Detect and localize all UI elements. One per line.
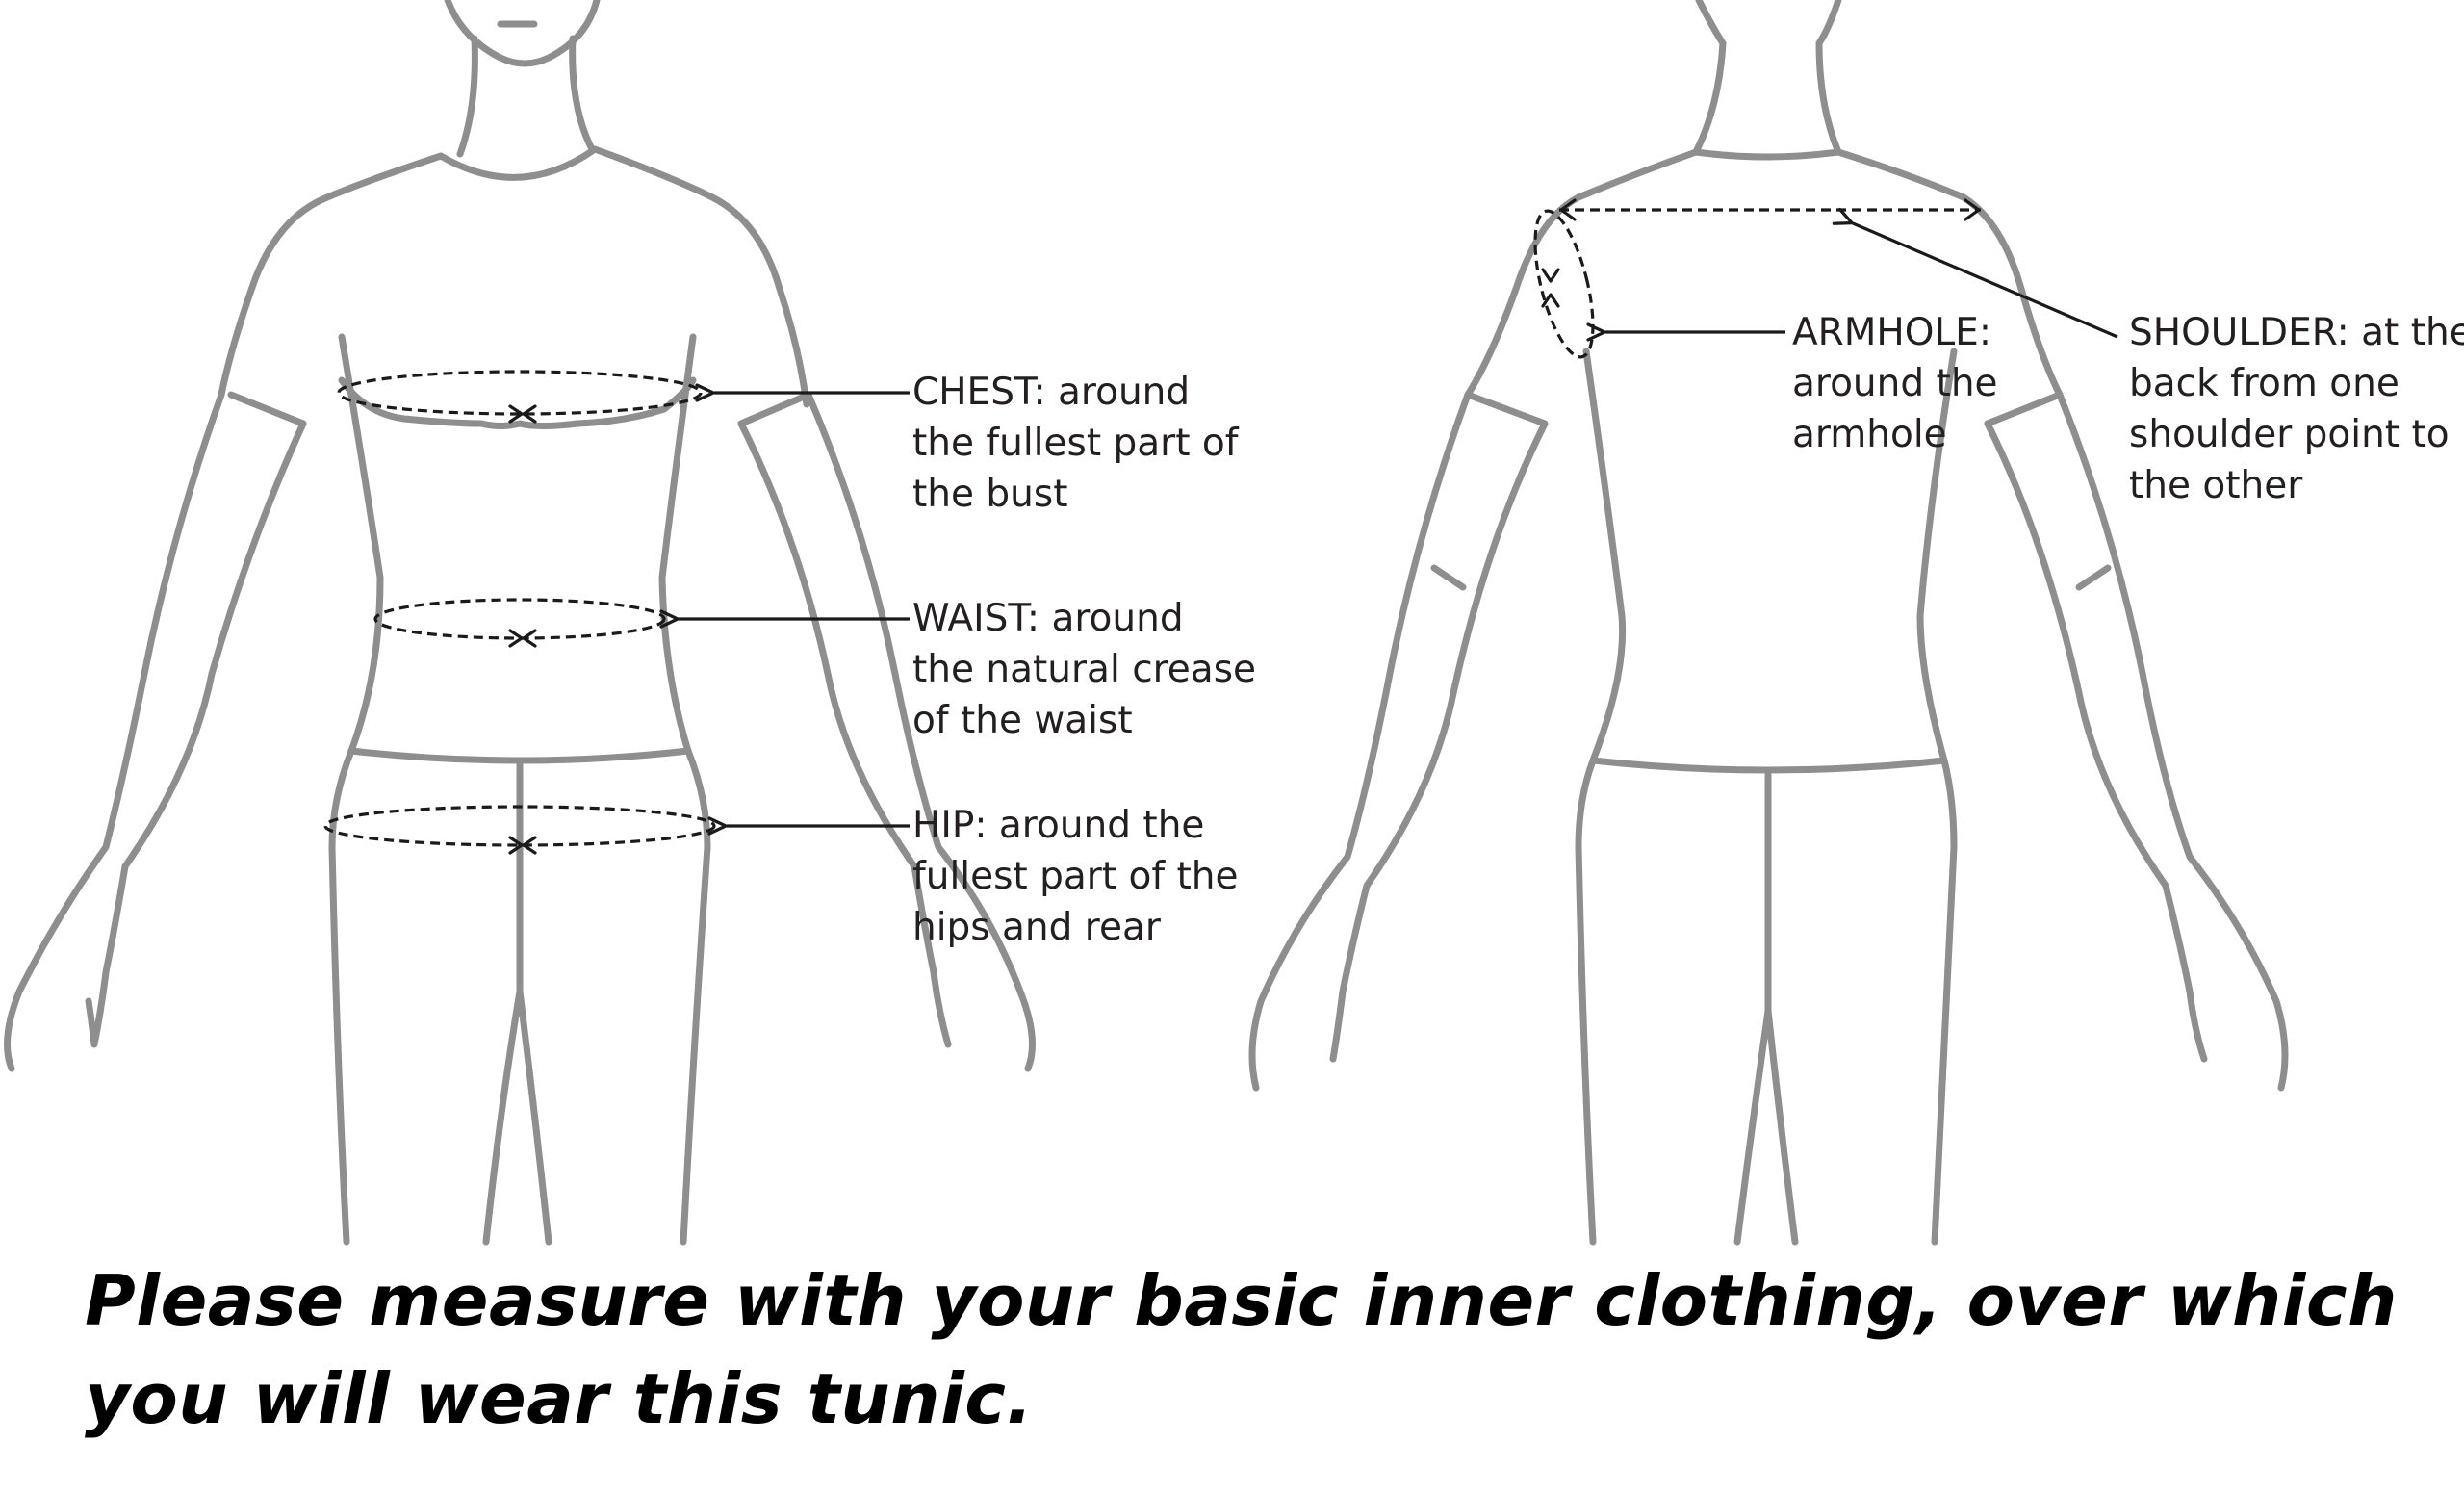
front-arm-left: [4, 391, 307, 1072]
waist-label-line: the natural crease: [912, 648, 1256, 691]
shoulder-measure-right-head: [1964, 198, 1981, 221]
shoulder-measure-left-head: [1559, 198, 1577, 221]
front-collar: [437, 145, 599, 181]
back-legs: [1575, 757, 1958, 1246]
front-head: [444, 0, 601, 67]
armhole-loop-arrows: [1541, 268, 1560, 308]
back-sleeves: [1464, 391, 2064, 427]
front-arm-right: [737, 391, 1036, 1072]
armhole-label-line: armhole: [1792, 413, 1947, 456]
back-torso-sides: [1582, 348, 1958, 764]
measuring-note: Please measure with your basic inner clo…: [85, 1260, 2398, 1439]
armhole-label: ARMHOLE: around the armhole: [1792, 311, 2010, 456]
shoulder-pointer: [1832, 207, 2118, 339]
back-figure: [1248, 0, 2289, 1246]
back-shoulder-right: [1835, 148, 2064, 399]
armhole-loop: [1533, 209, 1595, 359]
shoulder-label-line: the other: [2129, 464, 2303, 507]
hip-label-line: HIP: around the: [912, 804, 1204, 847]
front-waistband: [347, 747, 692, 764]
front-measurements: [323, 370, 910, 855]
armhole-label-line: ARMHOLE:: [1792, 311, 1991, 354]
waist-label: WAIST: around the natural crease of the …: [912, 597, 1268, 742]
back-neck: [1692, 0, 1842, 156]
back-arm-left: [1248, 391, 1549, 1092]
back-measurements: [1533, 198, 2118, 359]
back-labels: ARMHOLE: around the armhole SHOULDER: at…: [1792, 311, 2464, 507]
chest-label-line: the fullest part of: [912, 422, 1240, 465]
shoulder-label-line: SHOULDER: at the: [2129, 311, 2464, 354]
hip-label: HIP: around the fullest part of the hips…: [912, 804, 1250, 949]
back-arm-right: [1984, 391, 2289, 1092]
waist-label-line: of the waist: [912, 699, 1133, 742]
waist-loop: [373, 598, 666, 640]
front-sleeve-right: [737, 391, 812, 427]
hip-loop-arrows: [508, 836, 537, 855]
hip-label-line: hips and rear: [912, 906, 1162, 949]
shoulder-label: SHOULDER: at the back from one shoulder …: [2129, 311, 2464, 507]
back-elbow-marks: [1430, 564, 2112, 591]
front-labels: CHEST: around the fullest part of the bu…: [912, 371, 1268, 949]
back-waistband: [1589, 757, 1948, 774]
front-sleeve-left: [227, 391, 307, 427]
back-shoulder-left: [1464, 148, 1700, 399]
front-legs: [328, 747, 711, 1246]
chest-label: CHEST: around the fullest part of the bu…: [912, 371, 1250, 516]
front-torso-right: [591, 145, 810, 755]
chest-label-line: CHEST: around: [912, 371, 1190, 414]
back-collar: [1692, 148, 1842, 161]
waist-label-line: WAIST: around: [912, 597, 1184, 640]
hip-label-line: fullest part of the: [912, 855, 1239, 898]
front-figure: [4, 0, 1036, 1246]
front-neck: [456, 35, 596, 158]
chest-label-line: the bust: [912, 473, 1067, 516]
front-bust-line: [338, 376, 697, 429]
armhole-label-line: around the: [1792, 362, 1998, 405]
front-torso-left: [218, 152, 445, 755]
chest-loop-arrows: [508, 404, 537, 424]
waist-loop-arrows: [508, 629, 537, 648]
shoulder-label-line: back from one: [2129, 362, 2400, 405]
chest-loop: [337, 370, 703, 416]
shoulder-label-line: shoulder point to: [2129, 413, 2450, 456]
